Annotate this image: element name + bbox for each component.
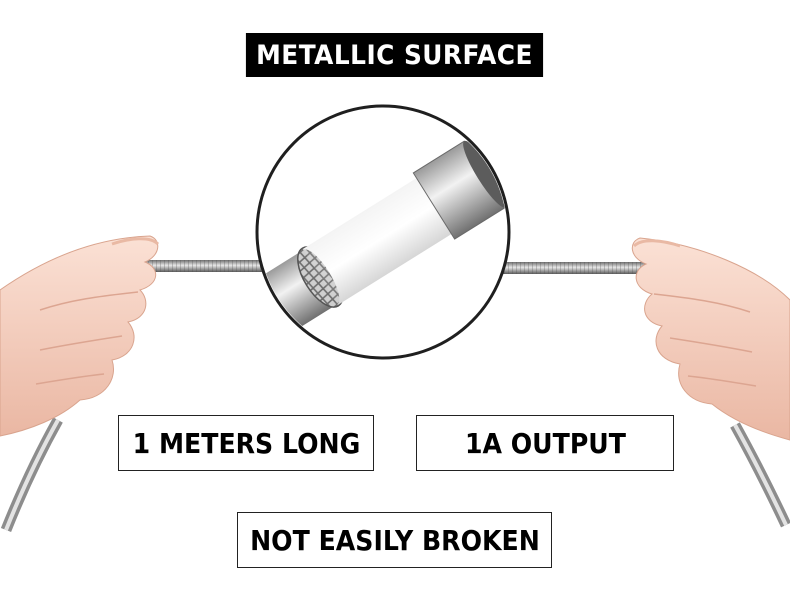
metal-cable-right	[490, 262, 790, 528]
length-feature-label: 1 METERS LONG	[132, 426, 360, 460]
output-feature-box: 1A OUTPUT	[416, 415, 674, 471]
length-feature-box: 1 METERS LONG	[118, 415, 374, 471]
left-hand	[0, 235, 160, 437]
metal-cable-left	[0, 260, 280, 533]
metallic-surface-banner: METALLIC SURFACE	[245, 33, 544, 77]
magnified-cable-view	[255, 104, 511, 360]
durability-feature-label: NOT EASILY BROKEN	[249, 523, 540, 557]
right-hand	[631, 237, 790, 441]
durability-feature-box: NOT EASILY BROKEN	[237, 512, 552, 568]
output-feature-label: 1A OUTPUT	[464, 426, 626, 460]
